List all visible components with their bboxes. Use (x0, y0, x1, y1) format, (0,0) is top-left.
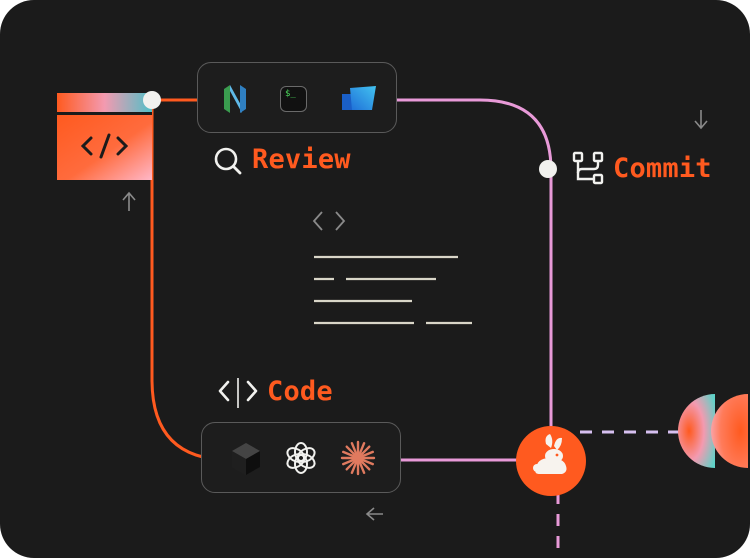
arrow-down-decoration (694, 110, 708, 130)
arrow-left-decoration (365, 507, 383, 521)
claude-starburst-logo-icon[interactable] (340, 440, 376, 476)
gradient-discs-decoration (678, 394, 748, 468)
neovim-logo-icon[interactable] (222, 85, 248, 113)
code-document-illustration (312, 211, 472, 325)
review-label: Review (252, 144, 351, 175)
rabbit-icon (533, 434, 567, 474)
reviewer-badge[interactable] (516, 426, 586, 496)
commit-label: Commit (613, 153, 712, 184)
code-brackets-icon (218, 376, 258, 410)
review-to-commit-line (396, 98, 553, 430)
review-tools-panel: $_ (197, 62, 397, 133)
arrow-up-decoration (122, 191, 136, 211)
magnifier-icon (213, 146, 243, 176)
code-label: Code (267, 376, 333, 407)
azure-devops-logo-icon[interactable] (338, 84, 378, 114)
cursor-cube-logo-icon[interactable] (230, 441, 262, 475)
code-slash-icon (80, 133, 129, 159)
code-tools-panel (201, 422, 401, 493)
editor-window (57, 93, 152, 180)
git-branch-icon (572, 151, 606, 187)
commit-connection-node (539, 160, 557, 178)
openai-knot-logo-icon[interactable] (284, 441, 318, 475)
editor-connection-node (143, 91, 161, 109)
terminal-icon[interactable]: $_ (280, 86, 307, 112)
terminal-glyph: $_ (285, 89, 296, 99)
code-document-brackets-icon (312, 211, 346, 231)
